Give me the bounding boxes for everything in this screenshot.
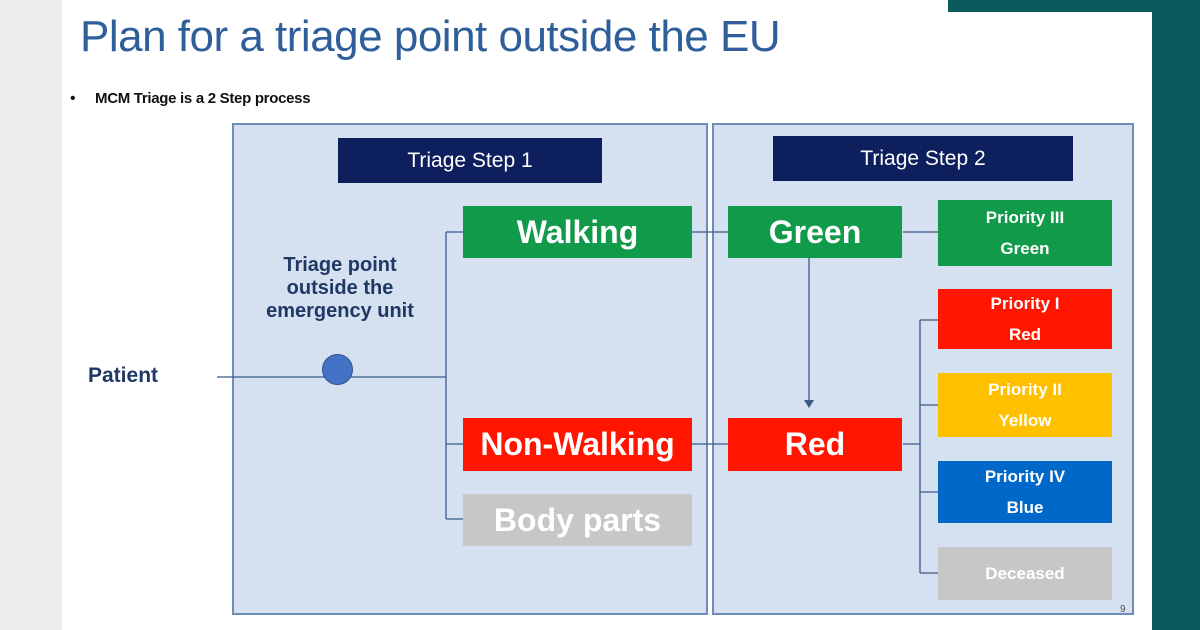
teal-sidebar [1152, 0, 1200, 630]
priority-1-box: Priority I Red [938, 289, 1112, 349]
triage-step1-header: Triage Step 1 [338, 138, 602, 183]
walking-box: Walking [463, 206, 692, 258]
priority-2-color: Yellow [998, 411, 1052, 430]
slide-title: Plan for a triage point outside the EU [80, 12, 781, 61]
priority-3-box: Priority III Green [938, 200, 1112, 266]
priority-2-box: Priority II Yellow [938, 373, 1112, 437]
priority-4-box: Priority IV Blue [938, 461, 1112, 523]
triage-step2-header: Triage Step 2 [773, 136, 1073, 181]
priority-1-color: Red [1008, 325, 1042, 344]
red-box: Red [728, 418, 902, 471]
deceased-box: Deceased [938, 547, 1112, 600]
patient-label: Patient [88, 364, 159, 387]
slide-margin-left [0, 0, 62, 630]
arrow-down-icon [804, 400, 814, 408]
bullet-icon: • [70, 90, 76, 107]
bullet-text: MCM Triage is a 2 Step process [95, 90, 311, 107]
green-box: Green [728, 206, 902, 258]
priority-3-color: Green [1000, 239, 1050, 258]
triage-point-label: Triage point outside the emergency unit [266, 254, 414, 322]
priority-4-color: Blue [1006, 498, 1044, 517]
priority-4-title: Priority IV [984, 467, 1066, 486]
body-parts-box: Body parts [463, 494, 692, 546]
page-number: 9 [1120, 604, 1126, 615]
teal-top-bar [948, 0, 1200, 12]
priority-3-title: Priority III [985, 208, 1065, 227]
priority-2-title: Priority II [988, 380, 1062, 399]
priority-1-title: Priority I [990, 294, 1060, 313]
non-walking-box: Non-Walking [463, 418, 692, 471]
triage-point-circle-icon [322, 354, 353, 385]
